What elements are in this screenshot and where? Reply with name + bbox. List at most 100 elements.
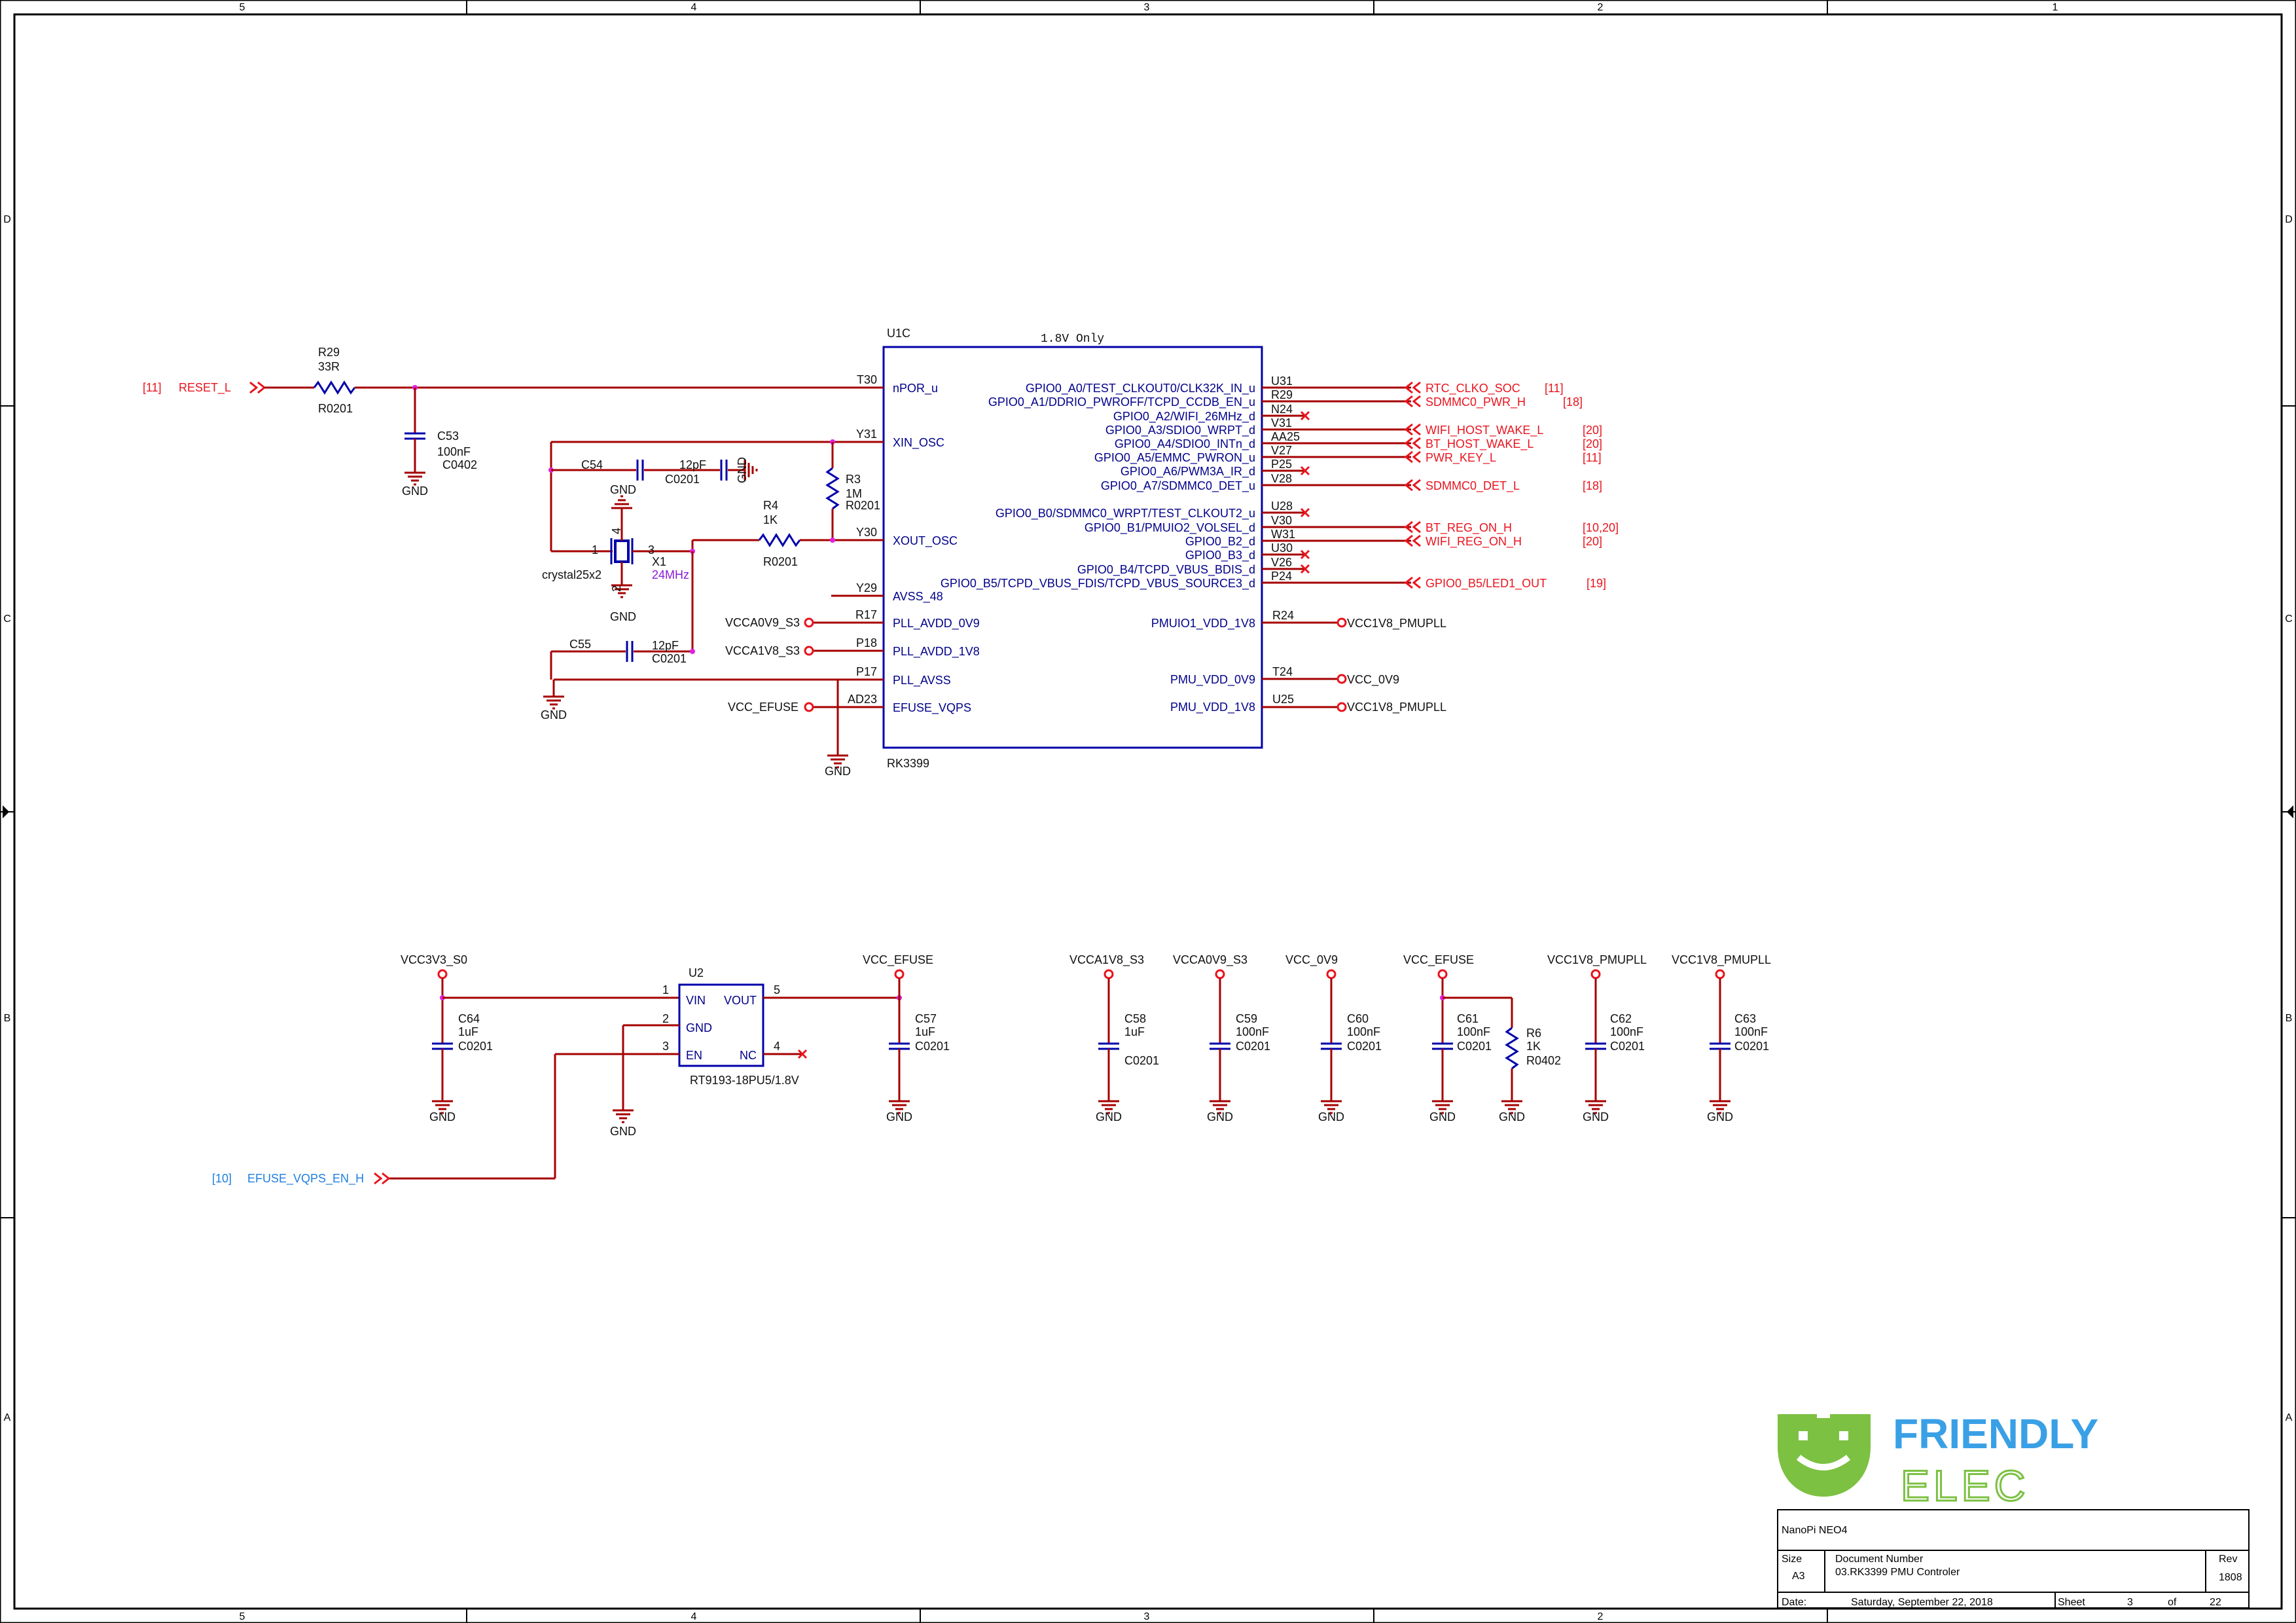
no-connect-icon [797,1049,808,1059]
c58-net[interactable]: VCCA1V8_S3 [1069,953,1144,967]
reset-net-label[interactable]: RESET_L [179,381,231,395]
r24-net[interactable]: VCC1V8_PMUPLL [1347,617,1446,630]
c59-net[interactable]: VCCA0V9_S3 [1173,953,1247,967]
center-mark-right [2287,805,2293,818]
r29-resistor[interactable] [313,380,356,395]
x1-gnd-top-label: GND [610,483,636,496]
vcc-efuse-label[interactable]: VCC_EFUSE [728,701,798,714]
c59-capacitor[interactable] [1208,1042,1232,1050]
vcc3v3-label[interactable]: VCC3V3_S0 [401,953,467,967]
t24-net[interactable]: VCC_0V9 [1347,673,1399,687]
right-pin-net[interactable]: BT_REG_ON_H [1426,521,1512,535]
pmu-vdd-0v9-pin: PMU_VDD_0V9 [1170,673,1255,687]
r4-package: R0201 [763,555,798,568]
u2-gnd: GND [686,1021,712,1034]
c53-capacitor[interactable] [403,432,427,440]
offpage-arrow-icon [1404,395,1421,408]
c58-capacitor[interactable] [1097,1042,1121,1050]
r6-gnd-label: GND [1499,1110,1525,1123]
c60-net[interactable]: VCC_0V9 [1285,953,1338,967]
right-pin-page-ref: [20] [1583,535,1602,548]
c63-value: 100nF [1734,1025,1768,1038]
c63-net[interactable]: VCC1V8_PMUPLL [1672,953,1771,967]
zone-col-1: 1 [2053,2,2058,13]
x1-crystal[interactable] [614,539,630,563]
right-pin-name: GPIO0_B3_d [1185,549,1255,562]
c55-capacitor[interactable] [626,640,634,663]
offpage-arrow-icon [1404,437,1421,450]
no-connect-icon [1300,465,1310,476]
left-pin-name: PLL_AVSS [893,674,951,687]
right-pin-net[interactable]: SDMMC0_PWR_H [1426,395,1526,409]
left-pin-number: R17 [855,608,877,621]
zone-col-3: 3 [1144,2,1150,13]
c61-value: 100nF [1457,1025,1490,1038]
left-pin-number: Y29 [856,581,877,594]
u25-net[interactable]: VCC1V8_PMUPLL [1347,701,1446,714]
offpage-arrow-icon [249,381,266,394]
c61-capacitor[interactable] [1431,1042,1454,1050]
c60-capacitor[interactable] [1319,1042,1343,1050]
date: Saturday, September 22, 2018 [1851,1597,1993,1608]
right-pin-net[interactable]: PWR_KEY_L [1426,451,1496,465]
right-pin-net[interactable]: BT_HOST_WAKE_L [1426,437,1534,451]
logo-line1: FRIENDLY [1893,1410,2098,1457]
c61-net[interactable]: VCC_EFUSE [1403,953,1474,967]
right-pin-net[interactable]: RTC_CLKO_SOC [1426,382,1520,395]
document-number: 03.RK3399 PMU Controler [1835,1567,1960,1578]
left-pin-number: Y31 [856,428,877,441]
right-pin-name: GPIO0_A7/SDMMC0_DET_u [1101,479,1255,493]
ldo-u2-circuit: VCC3V3_S0 GND C64 1uF C0201 U2 RT9193-18… [212,953,950,1186]
u2-part: RT9193-18PU5/1.8V [690,1074,799,1087]
right-pin-name: GPIO0_A1/DDRIO_PWROFF/TCPD_CCDB_EN_u [988,395,1255,409]
right-pin-net[interactable]: WIFI_HOST_WAKE_L [1426,424,1543,437]
c63-capacitor[interactable] [1708,1042,1732,1050]
zone-row-b-right: B [2286,1013,2293,1024]
c62-net[interactable]: VCC1V8_PMUPLL [1547,953,1647,967]
offpage-arrow-icon [1404,479,1421,492]
chip-part: RK3399 [887,757,929,770]
vcca0v9-label[interactable]: VCCA0V9_S3 [725,616,800,630]
right-pin-name: GPIO0_A2/WIFI_26MHz_d [1113,410,1255,424]
size-value: A3 [1792,1571,1805,1582]
right-pin-number: V31 [1271,416,1292,429]
c54-gnd-label: GND [736,457,749,483]
c64-package: C0201 [458,1040,493,1053]
left-pin-number: AD23 [848,693,877,706]
c54-capacitor[interactable] [636,458,644,482]
c62-capacitor[interactable] [1584,1042,1607,1050]
r3-package: R0201 [846,499,880,512]
offpage-arrow-icon [1404,534,1421,547]
r3-resistor[interactable] [825,467,840,510]
c54-gnd-cap [720,458,728,482]
right-pin-page-ref: [19] [1587,577,1606,590]
zone-row-c-right: C [2285,613,2293,625]
right-pin-number: P24 [1271,570,1292,583]
r6-resistor[interactable] [1505,1027,1519,1070]
right-pin-name: GPIO0_A5/EMMC_PWRON_u [1094,451,1255,465]
c64-capacitor[interactable] [431,1042,454,1050]
right-pin-name: GPIO0_B0/SDMMC0_WRPT/TEST_CLKOUT2_u [996,507,1255,520]
zone-col-2-bottom: 2 [1598,1611,1604,1622]
revision: 1808 [2219,1572,2242,1583]
right-pin-net[interactable]: WIFI_REG_ON_H [1426,535,1522,549]
right-pin-net[interactable]: SDMMC0_DET_L [1426,479,1520,493]
c60-gnd-label: GND [1318,1110,1344,1123]
avss-gnd-label: GND [541,708,567,721]
c61-package: C0201 [1457,1040,1492,1053]
right-pin-number: V30 [1271,514,1292,527]
right-pin-net[interactable]: GPIO0_B5/LED1_OUT [1426,577,1547,591]
c59-value: 100nF [1236,1025,1269,1038]
efuse-en-net-label[interactable]: EFUSE_VQPS_EN_H [247,1172,364,1186]
vcc-efuse-top-label[interactable]: VCC_EFUSE [863,953,933,967]
r4-resistor[interactable] [758,533,801,547]
c59-ref: C59 [1236,1012,1257,1025]
c58-gnd-label: GND [1096,1110,1122,1123]
rev-label: Rev [2219,1554,2237,1565]
sheet-number: 3 [2127,1597,2133,1608]
zone-row-c: C [3,613,11,625]
c57-capacitor[interactable] [888,1042,911,1050]
zone-row-d: D [3,214,11,225]
vcca1v8-label[interactable]: VCCA1V8_S3 [725,644,800,658]
